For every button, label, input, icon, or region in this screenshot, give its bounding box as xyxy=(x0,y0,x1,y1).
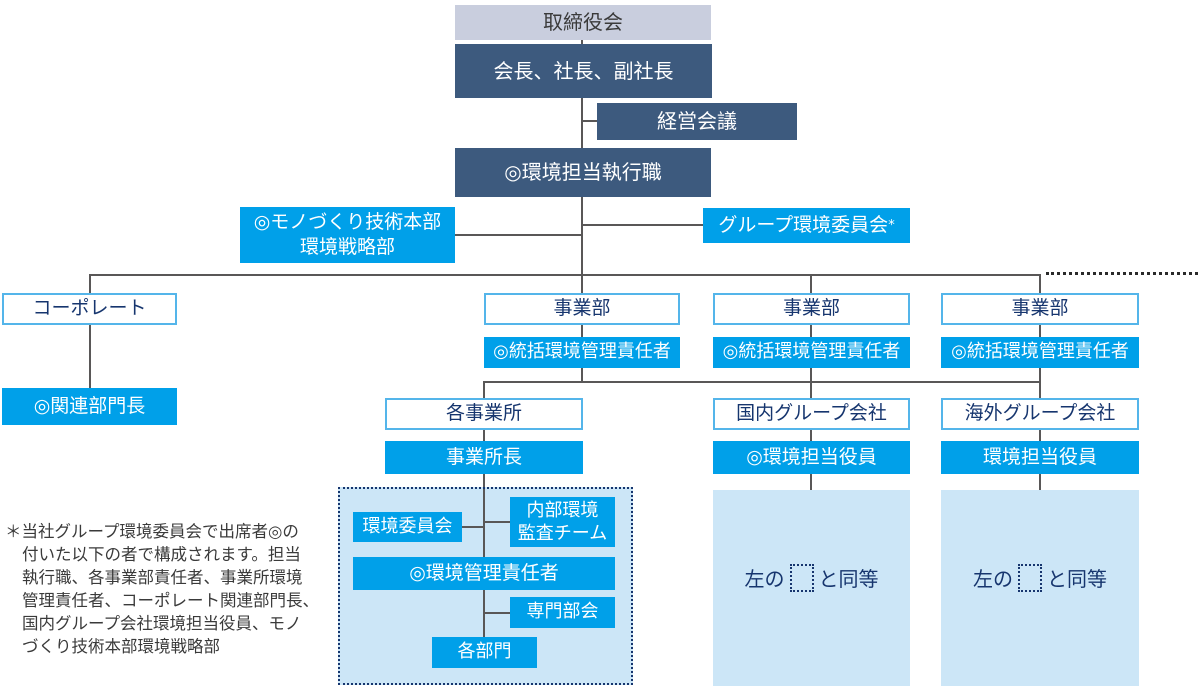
node-env-executive-officer: ◎環境担当執行職 xyxy=(455,148,711,197)
node-label: 専門部会 xyxy=(526,601,599,623)
footnote-line: 付いた以下の者で構成されます。担当 xyxy=(22,545,301,564)
connector xyxy=(1039,430,1041,441)
node-division-2: 事業部 xyxy=(713,293,910,325)
node-sites: 各事業所 xyxy=(385,398,583,430)
node-label: 事業部 xyxy=(782,297,840,320)
node-label: 海外グループ会社 xyxy=(964,402,1116,425)
connector xyxy=(89,325,91,388)
node-env-committee: 環境委員会 xyxy=(353,512,462,542)
connector xyxy=(1039,474,1041,490)
node-departments: 各部門 xyxy=(432,637,537,668)
node-label: 会長、社長、副社長 xyxy=(493,58,674,83)
node-label: ◎統括環境管理責任者 xyxy=(493,341,671,363)
connector xyxy=(810,474,812,490)
node-env-manager: ◎環境管理責任者 xyxy=(353,557,615,590)
node-label: ◎環境担当役員 xyxy=(746,445,877,468)
node-domestic-group-companies: 国内グループ会社 xyxy=(713,398,910,430)
connector xyxy=(89,274,91,293)
node-label: 各事業所 xyxy=(445,402,522,425)
connector xyxy=(581,40,583,45)
node-overseas-env-officer: 環境担当役員 xyxy=(941,441,1139,474)
footnote-line: 管理責任者、コーポレート関連部門長、 xyxy=(22,591,319,610)
footnote-text: ＊当社グループ環境委員会で出席者◎の 付いた以下の者で構成されます。担当 執行職… xyxy=(5,520,335,658)
connector xyxy=(483,381,1041,383)
node-label: 事業部 xyxy=(1011,297,1069,320)
connector xyxy=(455,234,582,236)
footnote-line: づくり技術本部環境戦略部 xyxy=(22,637,220,656)
node-label: ◎統括環境管理責任者 xyxy=(951,341,1129,363)
connector xyxy=(582,120,598,122)
overseas-equivalence-panel: 左の と同等 xyxy=(941,490,1139,686)
node-internal-env-audit-team: 内部環境 監査チーム xyxy=(510,497,615,547)
node-management-council: 経営会議 xyxy=(597,103,797,140)
connector xyxy=(483,430,485,441)
connector xyxy=(810,325,812,337)
connector xyxy=(581,98,583,148)
node-label: ◎関連部門長 xyxy=(33,394,146,417)
node-chairman-president: 会長、社長、副社長 xyxy=(455,44,712,98)
connector xyxy=(810,274,812,293)
node-label: 環境担当役員 xyxy=(982,445,1097,468)
node-supervising-env-manager-1: ◎統括環境管理責任者 xyxy=(484,337,680,368)
node-label: 取締役会 xyxy=(543,10,623,34)
node-site-manager: 事業所長 xyxy=(385,441,583,474)
connector xyxy=(810,368,812,398)
node-label: コーポレート xyxy=(32,297,147,320)
connector xyxy=(810,430,812,441)
node-label: 各部門 xyxy=(457,641,512,663)
equivalence-prefix: 左の xyxy=(744,567,785,591)
node-specialist-subcommittee: 専門部会 xyxy=(510,597,615,628)
footnote-line: ＊当社グループ環境委員会で出席者◎の xyxy=(5,522,299,541)
node-division-3: 事業部 xyxy=(941,293,1139,325)
node-label: 国内グループ会社 xyxy=(736,402,887,425)
connector xyxy=(581,368,583,382)
connector xyxy=(581,325,583,337)
node-label: 環境戦略部 xyxy=(299,236,395,258)
node-group-env-committee: グループ環境委員会* xyxy=(703,208,910,243)
node-supervising-env-manager-2: ◎統括環境管理責任者 xyxy=(713,337,910,368)
node-label: 事業所長 xyxy=(445,445,522,468)
node-domestic-env-officer: ◎環境担当役員 xyxy=(713,441,910,474)
node-corporate: コーポレート xyxy=(2,293,177,325)
node-board-of-directors: 取締役会 xyxy=(455,5,711,40)
node-overseas-group-companies: 海外グループ会社 xyxy=(941,398,1139,430)
node-label: 内部環境 xyxy=(526,499,599,521)
connector xyxy=(581,197,583,293)
connector xyxy=(582,224,703,226)
node-label: 事業部 xyxy=(553,297,611,320)
node-label: グループ環境委員会 xyxy=(718,213,889,236)
node-division-1: 事業部 xyxy=(484,293,680,325)
node-label: ◎統括環境管理責任者 xyxy=(722,341,901,363)
equivalence-prefix: 左の xyxy=(973,567,1013,591)
connector xyxy=(1039,325,1041,337)
domestic-equivalence-panel: 左の と同等 xyxy=(713,490,910,686)
node-label: ◎環境担当執行職 xyxy=(504,160,662,184)
dotted-box-icon xyxy=(789,563,814,592)
connector xyxy=(1039,368,1041,398)
node-label: ◎モノづくり技術本部 xyxy=(253,211,442,234)
node-label: 環境委員会 xyxy=(362,515,453,537)
node-label: ◎環境管理責任者 xyxy=(409,561,559,584)
connector xyxy=(484,612,510,614)
equivalence-suffix: と同等 xyxy=(1047,567,1107,591)
connector xyxy=(483,381,485,398)
node-supervising-env-manager-3: ◎統括環境管理責任者 xyxy=(941,337,1139,368)
node-label: 経営会議 xyxy=(657,109,737,133)
connector xyxy=(1039,274,1041,293)
dotted-box-icon xyxy=(1018,563,1042,592)
node-label: 監査チーム xyxy=(517,523,608,544)
connector xyxy=(462,526,484,528)
connector xyxy=(89,274,1041,276)
node-related-dept-head: ◎関連部門長 xyxy=(2,388,177,425)
dotted-continuation-line xyxy=(1046,272,1198,275)
equivalence-suffix: と同等 xyxy=(818,567,879,591)
connector xyxy=(484,521,510,523)
node-monozukuri-env-strategy: ◎モノづくり技術本部 環境戦略部 xyxy=(240,207,455,263)
footnote-line: 国内グループ会社環境担当役員、モノ xyxy=(22,614,302,633)
footnote-line: 執行職、各事業部責任者、事業所環境 xyxy=(22,568,303,587)
